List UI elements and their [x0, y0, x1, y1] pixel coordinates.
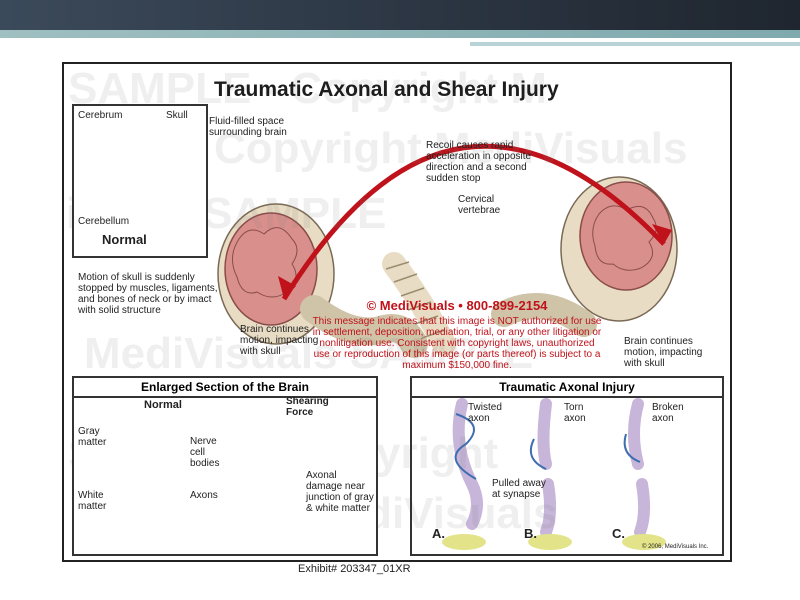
slide-accent-line: [470, 42, 800, 46]
label-b: B.: [524, 526, 537, 541]
axon-b: [528, 398, 572, 550]
axons-label: Axons: [190, 490, 218, 501]
cervical-spine-shape: [382, 252, 456, 356]
skull-label: Skull: [166, 110, 188, 121]
right-brain-shape: [579, 181, 673, 291]
broken-axon-label: Broken axon: [652, 402, 684, 424]
cervical-vertebrae-label: Cervical vertebrae: [458, 194, 501, 216]
gray-matter-label: Gray matter: [78, 426, 107, 448]
white-matter-label: White matter: [78, 490, 107, 512]
enlarged-section-panel: Enlarged Section of the Brain Normal She…: [72, 376, 378, 556]
copyright-message: This message indicates that this image i…: [312, 316, 602, 371]
vertebrae-lines: [385, 261, 446, 339]
slide-top-bar: [0, 0, 800, 30]
recoil-arrowhead: [652, 224, 672, 244]
label-a: A.: [432, 526, 445, 541]
slide-accent-band: [0, 30, 800, 38]
nerve-cell-bodies-label: Nerve cell bodies: [190, 436, 220, 469]
normal-caption: Normal: [102, 232, 147, 247]
twisted-axon-label: Twisted axon: [468, 402, 502, 424]
brain-left-label: Brain continues motion, impacting with s…: [240, 324, 319, 357]
label-c: C.: [612, 526, 625, 541]
fluid-space-label: Fluid-filled space surrounding brain: [209, 116, 287, 138]
brain-right-label: Brain continues motion, impacting with s…: [624, 336, 703, 369]
torn-axon-label: Torn axon: [564, 402, 586, 424]
enlarged-normal-label: Normal: [144, 399, 182, 411]
enlarged-section-title: Enlarged Section of the Brain: [74, 378, 376, 398]
pulled-away-label: Pulled away at synapse: [492, 478, 546, 500]
cerebrum-label: Cerebrum: [78, 110, 123, 121]
axon-a: [442, 398, 486, 550]
recoil-arc-arrow: [281, 143, 666, 301]
left-neck-shape: [300, 295, 428, 358]
recoil-arrow-tail: [278, 276, 296, 299]
motion-note: Motion of skull is suddenly stopped by m…: [78, 272, 218, 316]
figure-title: Traumatic Axonal and Shear Injury: [214, 78, 559, 101]
recoil-note: Recoil causes rapid acceleration in oppo…: [426, 140, 532, 184]
normal-panel: Cerebrum Skull Cerebellum Normal: [72, 104, 208, 258]
right-neck-shape: [491, 293, 597, 337]
medical-illustration: SAMPLE - Copyright M Copyright MediVisua…: [62, 62, 732, 562]
axon-c: [622, 398, 666, 550]
cerebellum-label: Cerebellum: [78, 216, 130, 227]
tai-panel: Traumatic Axonal Injury Twisted axon Tor…: [410, 376, 724, 556]
figure-credit: © 2006, MediVisuals Inc.: [642, 544, 709, 550]
tai-title: Traumatic Axonal Injury: [412, 378, 722, 398]
axonal-damage-label: Axonal damage near junction of gray & wh…: [306, 470, 374, 514]
exhibit-label: Exhibit# 203347_01XR: [298, 563, 411, 575]
copyright-company: © MediVisuals • 800-899-2154: [366, 298, 548, 313]
shearing-force-label: Shearing Force: [286, 396, 329, 418]
